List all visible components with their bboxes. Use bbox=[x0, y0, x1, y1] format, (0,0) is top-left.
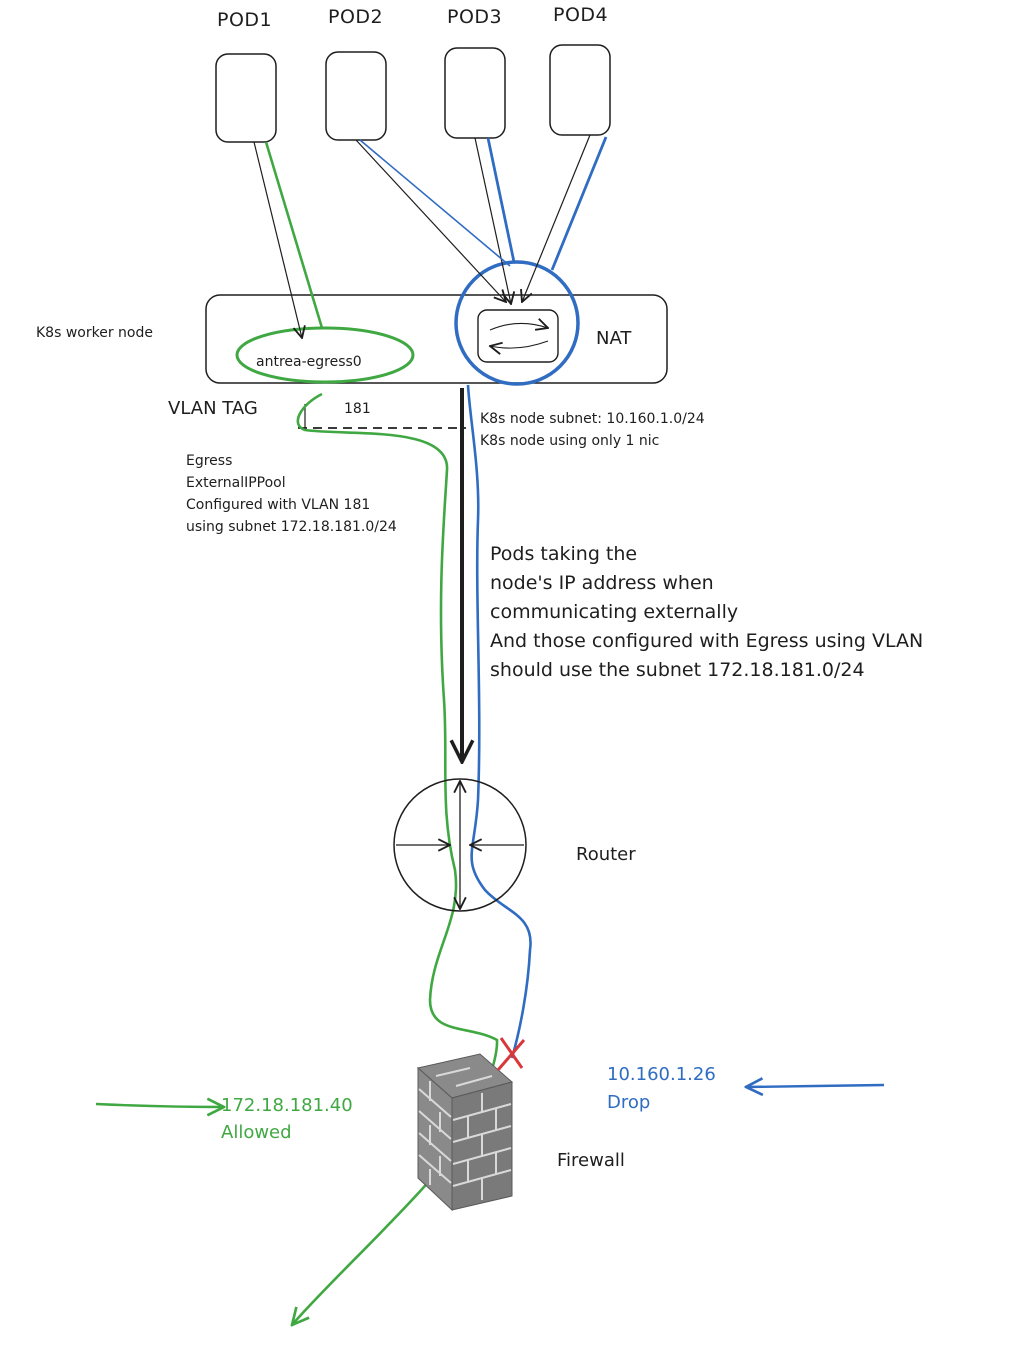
pod-box-1 bbox=[215, 53, 277, 143]
pod-label-3: POD3 bbox=[447, 6, 503, 28]
drop-x-mark bbox=[496, 1037, 526, 1071]
pod-box-4 bbox=[549, 44, 611, 136]
pod-box-2 bbox=[325, 51, 387, 141]
vlan-tag-value: 181 bbox=[344, 401, 371, 417]
pod3-to-nat-arrow bbox=[474, 137, 511, 304]
nat-circle bbox=[454, 260, 580, 386]
subnet-note-line-1: K8s node subnet: 10.160.1.0/24 bbox=[480, 411, 705, 427]
firewall-icon bbox=[416, 1053, 514, 1212]
pod3-blue-path bbox=[486, 137, 516, 263]
pods-note-line-1: Pods taking the bbox=[490, 543, 638, 565]
node-subnet-note: K8s node subnet: 10.160.1.0/24 K8s node … bbox=[480, 408, 705, 452]
allowed-ip: 172.18.181.40 bbox=[221, 1095, 353, 1116]
pod1-to-egress-arrow bbox=[253, 141, 302, 338]
vlan-tag-label: VLAN TAG bbox=[168, 398, 258, 419]
firewall-label: Firewall bbox=[557, 1150, 625, 1171]
egress-note-line-4: using subnet 172.18.181.0/24 bbox=[186, 519, 397, 535]
pods-note-line-4: And those configured with Egress using V… bbox=[490, 630, 924, 652]
drop-arrow bbox=[746, 1085, 885, 1087]
pod4-to-nat-arrow bbox=[522, 134, 591, 302]
nat-blue-path bbox=[466, 384, 532, 1059]
pod-box-3 bbox=[444, 47, 506, 139]
worker-node-label: K8s worker node bbox=[36, 325, 153, 341]
egress-note-line-1: Egress bbox=[186, 453, 233, 469]
allowed-status: Allowed bbox=[221, 1122, 292, 1143]
pod-label-2: POD2 bbox=[328, 6, 384, 28]
egress-note-line-2: ExternalIPPool bbox=[186, 475, 286, 491]
egress-pool-note: Egress ExternalIPPool Configured with VL… bbox=[186, 450, 397, 538]
egress-note-line-3: Configured with VLAN 181 bbox=[186, 497, 371, 513]
nat-box bbox=[477, 309, 559, 363]
pod2-to-nat-arrow bbox=[355, 139, 506, 302]
nat-swap-arrow-top bbox=[489, 323, 548, 330]
pods-note-line-3: communicating externally bbox=[490, 601, 739, 623]
allowed-note: 172.18.181.40 Allowed bbox=[221, 1092, 353, 1146]
pod4-blue-path bbox=[550, 136, 608, 271]
egress-interface-ellipse bbox=[235, 326, 415, 384]
router-label: Router bbox=[576, 844, 636, 865]
router-symbol bbox=[393, 778, 527, 912]
subnet-note-line-2: K8s node using only 1 nic bbox=[480, 433, 660, 449]
allowed-arrow bbox=[95, 1104, 224, 1107]
pod-label-1: POD1 bbox=[217, 9, 273, 31]
pod-label-4: POD4 bbox=[553, 4, 609, 26]
pod2-blue-path bbox=[359, 139, 511, 267]
nat-swap-arrow-bottom bbox=[490, 340, 549, 348]
drop-status: Drop bbox=[607, 1092, 651, 1113]
pod1-green-path bbox=[264, 141, 324, 329]
drop-note: 10.160.1.26 Drop bbox=[607, 1061, 716, 1117]
nat-label: NAT bbox=[596, 328, 632, 349]
pods-note-line-5: should use the subnet 172.18.181.0/24 bbox=[490, 659, 865, 681]
pods-note-line-2: node's IP address when bbox=[490, 572, 714, 594]
egress-interface-label: antrea-egress0 bbox=[256, 354, 362, 370]
drop-ip: 10.160.1.26 bbox=[607, 1064, 716, 1085]
pods-external-note: Pods taking the node's IP address when c… bbox=[490, 540, 923, 685]
